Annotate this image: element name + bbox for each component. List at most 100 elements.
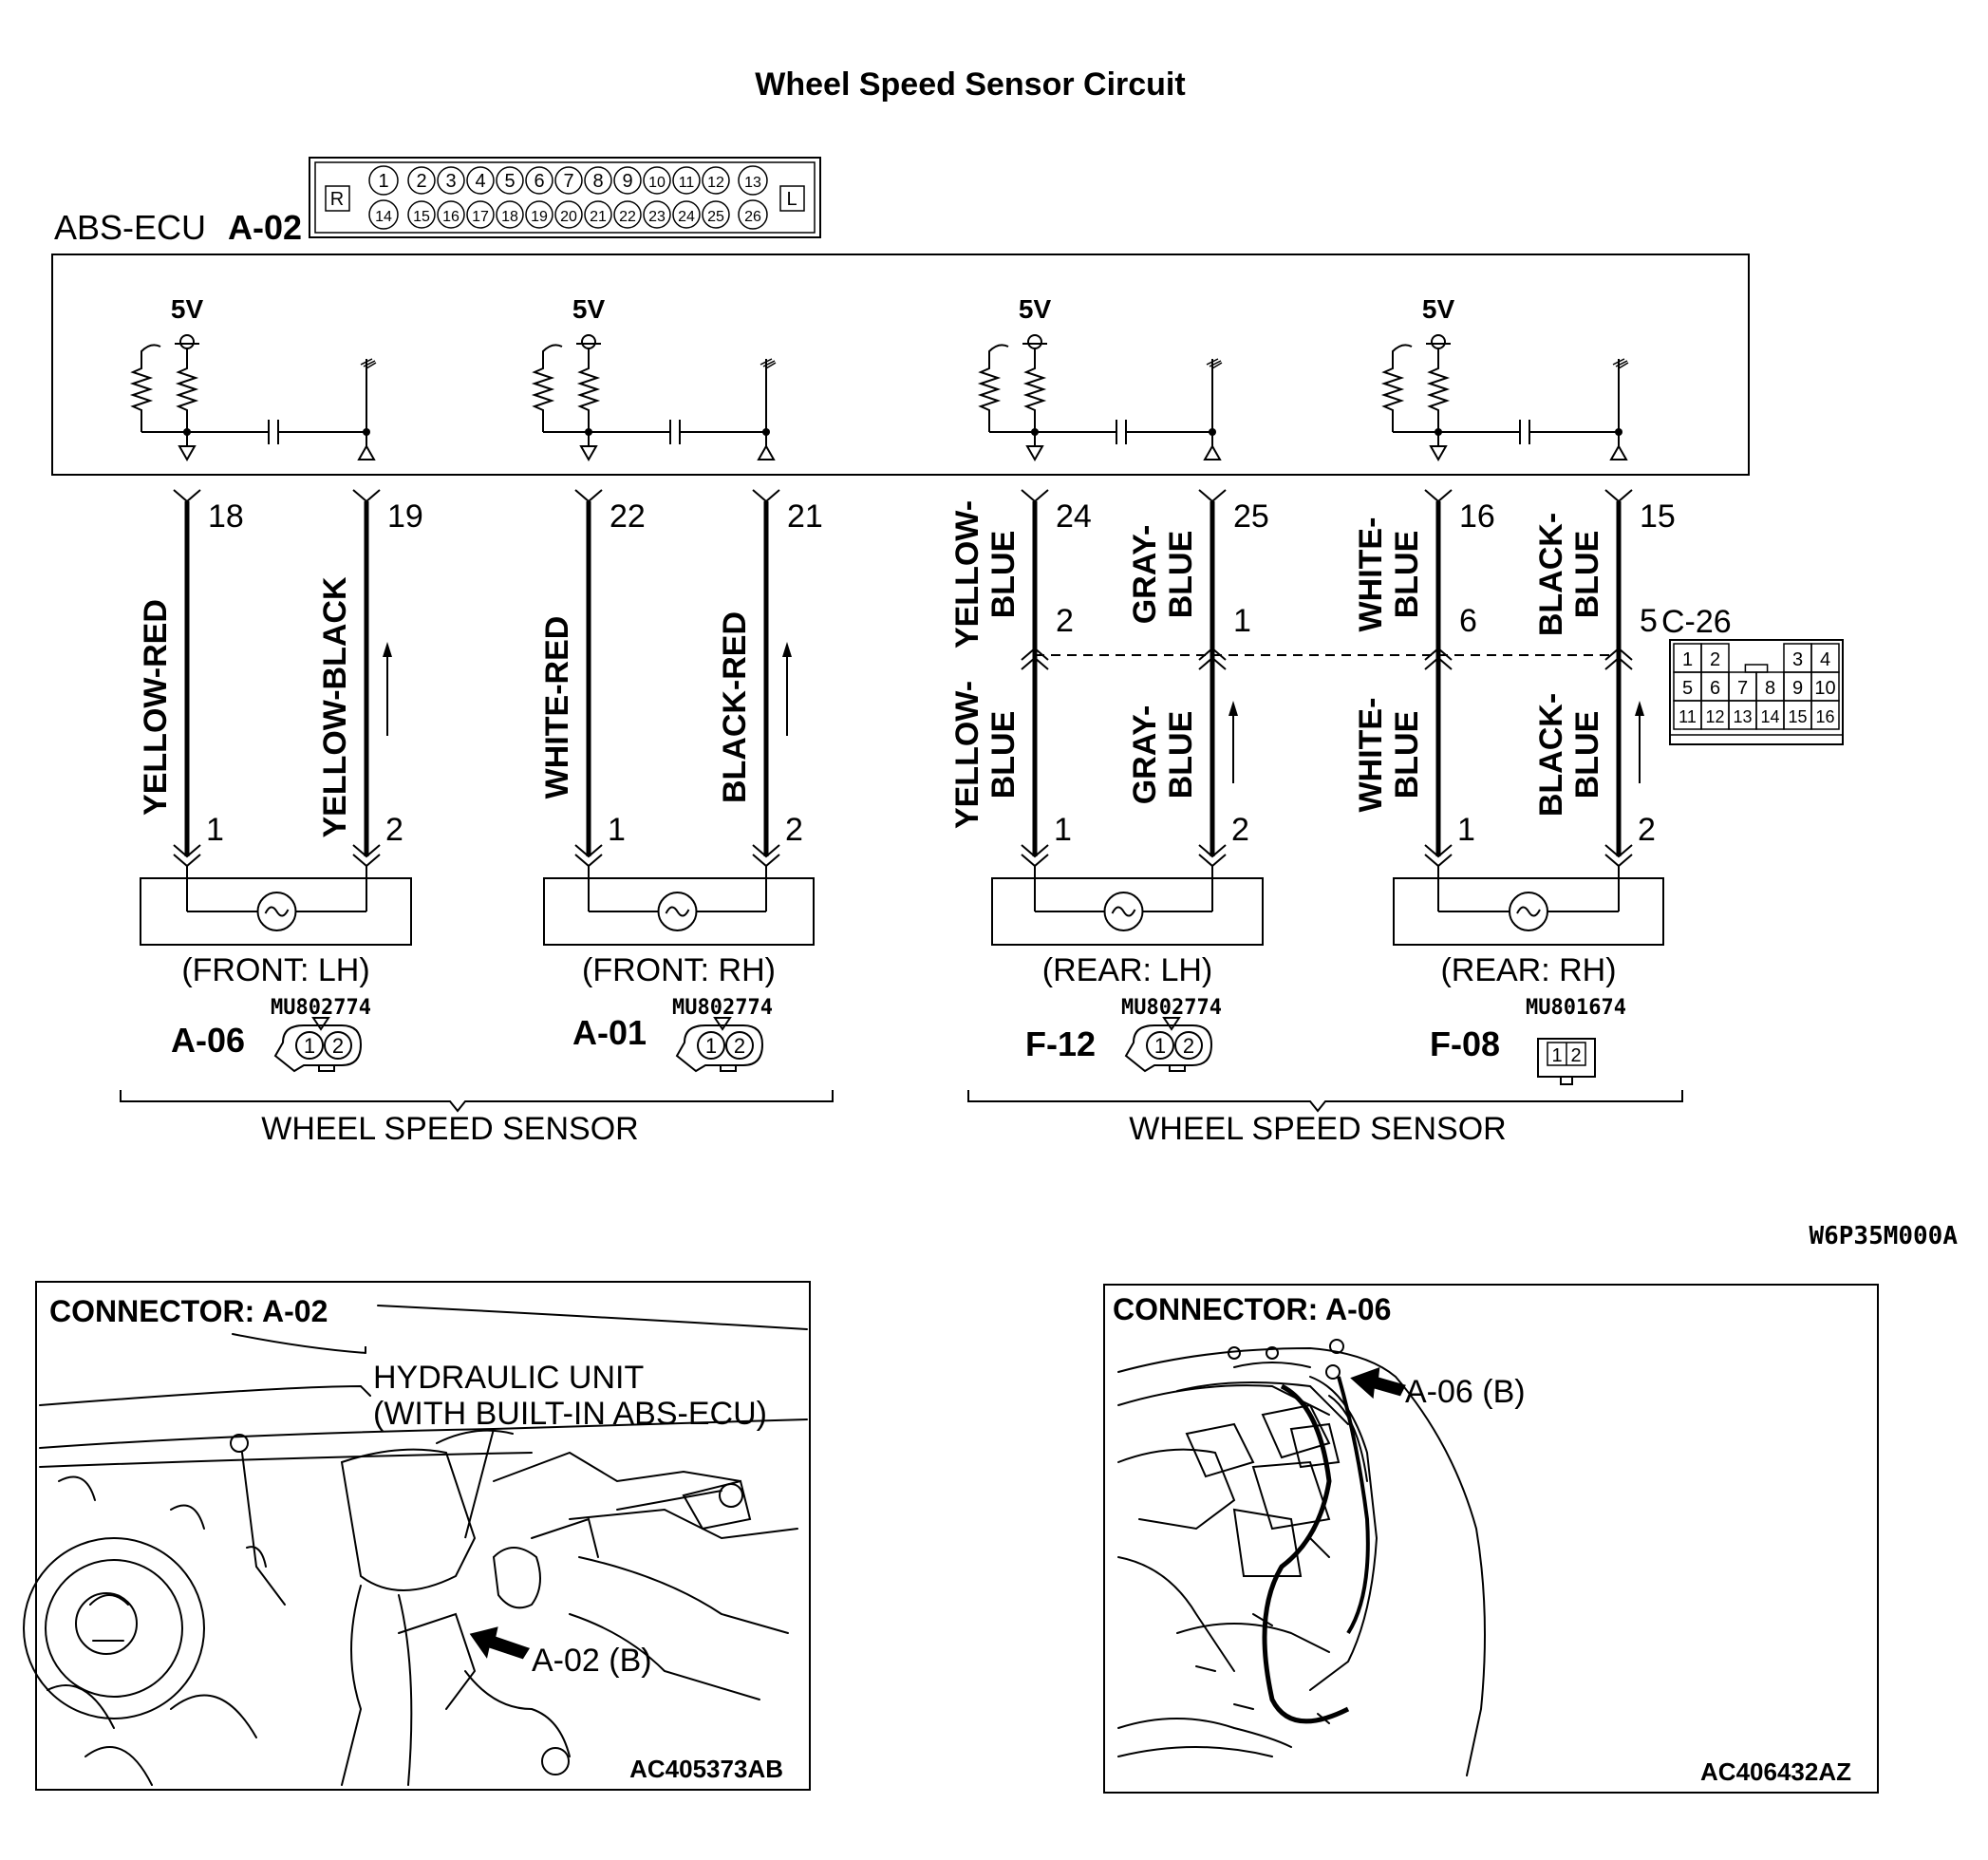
- ecu-terminal-15: [1604, 489, 1633, 503]
- sensor-pin-F-08-2: 2: [1638, 812, 1656, 848]
- ecu-pin-bottom-label-18: 18: [501, 209, 518, 225]
- ecu-terminal-19: [352, 489, 381, 503]
- ecu-pin-top-10: [643, 166, 671, 195]
- ecu-resistor-1: [132, 360, 151, 419]
- wire-color-lower-2-16: BLUE: [1389, 711, 1425, 799]
- wire-color-lower-2-25: BLUE: [1163, 711, 1199, 799]
- sensor-coil-F-08: [1509, 892, 1548, 931]
- wire-color-upper-25: GRAY-: [1127, 525, 1163, 625]
- ecu-pin-bottom-23: [643, 200, 671, 229]
- ecu-pin-25: 25: [1233, 498, 1269, 535]
- sensor-box-F-08: [1393, 877, 1664, 946]
- c26-cell-label-9: 9: [1792, 678, 1803, 699]
- c26-cell-label-7: 7: [1737, 678, 1748, 699]
- sensor-box-A-01: [543, 877, 815, 946]
- wire-color-lower-16: WHITE-: [1353, 698, 1389, 813]
- c26-cell-label-15: 15: [1788, 707, 1807, 726]
- c26-terminal-5: [1604, 647, 1633, 670]
- c26-cell-label-13: 13: [1733, 707, 1752, 726]
- ecu-pullup-resistor-3: [1025, 360, 1044, 419]
- ecu-pin-top-8: [584, 166, 612, 195]
- ecu-pin-top-5: [496, 166, 524, 195]
- sensor-connector-icon-F-12: [1124, 1024, 1213, 1073]
- ecu-pin-22: 22: [610, 498, 646, 535]
- c26-cell-label-8: 8: [1765, 678, 1775, 699]
- c26-pin-5: 5: [1640, 603, 1658, 639]
- ecu-pin-bottom-22: [613, 200, 642, 229]
- c26-cell-label-16: 16: [1815, 707, 1834, 726]
- sensor-connector-icon-A-06: [273, 1024, 363, 1073]
- sensor-pin-A-06-2: 2: [385, 812, 403, 848]
- ecu-pin-top-1: [368, 165, 399, 196]
- c26-pin-2: 2: [1056, 603, 1074, 639]
- ecu-side-r: R: [330, 189, 344, 210]
- ecu-terminal-25: [1198, 489, 1227, 503]
- ecu-terminal-18: [173, 489, 201, 503]
- ecu-pin-bottom-label-15: 15: [413, 209, 430, 225]
- sensor-coil-A-06: [256, 892, 297, 931]
- ecu-pin-bottom-20: [554, 200, 583, 229]
- sensor-pin-A-01-2: 2: [785, 812, 803, 848]
- ecu-terminal-24: [1021, 489, 1049, 503]
- sensor-connector-pin-1-A-06: 1: [304, 1034, 315, 1058]
- ecu-pin-top-label-11: 11: [679, 175, 695, 191]
- c26-label: C-26: [1661, 604, 1732, 640]
- ecu-shield-2: [760, 358, 777, 369]
- connector-view-a06: CONNECTOR: A-06 A-06: [1103, 1284, 1879, 1794]
- connector-view-a02-title: CONNECTOR: A-02: [49, 1294, 328, 1328]
- ecu-pin-bottom-label-17: 17: [472, 209, 489, 225]
- ecu-5v-label-2: 5V: [572, 294, 606, 324]
- wire-color-upper-2-15: BLUE: [1569, 531, 1605, 619]
- front-group-brace: [120, 1090, 834, 1113]
- ecu-pin-19: 19: [387, 498, 423, 535]
- sensor-connector-id-A-01: A-01: [572, 1013, 647, 1052]
- sensor-pin-F-12-2: 2: [1231, 812, 1249, 848]
- sensor-connector-part-A-06: MU802774: [271, 996, 371, 1020]
- c26-cell-label-6: 6: [1710, 678, 1720, 699]
- ecu-label: ABS-ECU: [54, 208, 206, 247]
- ecu-pin-top-label-6: 6: [534, 171, 544, 192]
- ecu-pin-top-label-8: 8: [592, 171, 603, 192]
- connector-view-a02: CONNECTOR: A-02: [23, 1281, 811, 1791]
- ecu-pin-top-label-3: 3: [445, 171, 456, 192]
- ecu-input-triangle-1: [178, 445, 197, 462]
- ecu-pin-bottom-label-21: 21: [590, 209, 607, 225]
- ecu-pin-top-13: [738, 165, 768, 196]
- engine-bay-illustration-a02: [23, 1305, 808, 1786]
- wire-color-upper-2-16: BLUE: [1389, 531, 1425, 619]
- ecu-input-triangle-2: [579, 445, 598, 462]
- ecu-5v-label-4: 5V: [1422, 294, 1455, 324]
- c26-cell-label-1: 1: [1682, 649, 1693, 670]
- ecu-input-triangle-4: [1429, 445, 1448, 462]
- ecu-pin-bottom-15: [407, 200, 436, 229]
- ecu-connector-id: A-02: [228, 208, 302, 247]
- ecu-pin-bottom-14: [368, 199, 399, 230]
- ecu-pin-top-label-2: 2: [416, 171, 426, 192]
- sensor-connector-part-A-01: MU802774: [672, 996, 773, 1020]
- ecu-shield-1: [360, 358, 377, 369]
- ecu-pin-top-label-12: 12: [707, 175, 724, 191]
- wire-color-18: YELLOW-RED: [138, 599, 174, 816]
- connector-view-a06-arrow-label: A-06 (B): [1405, 1374, 1526, 1410]
- connector-view-a02-callout-1: HYDRAULIC UNIT: [373, 1360, 644, 1396]
- sensor-connector-pin-2-A-01: 2: [734, 1034, 745, 1058]
- c26-cell-label-2: 2: [1710, 649, 1720, 670]
- ecu-5v-label-3: 5V: [1019, 294, 1052, 324]
- ecu-pin-bottom-label-23: 23: [648, 209, 666, 225]
- ecu-pin-bottom-17: [466, 200, 495, 229]
- ecu-pin-24: 24: [1056, 498, 1092, 535]
- sensor-connector-id-F-12: F-12: [1025, 1024, 1096, 1063]
- ecu-resistor-3: [980, 360, 999, 419]
- sensor-connector-pin-2-A-06: 2: [332, 1034, 344, 1058]
- ecu-pin-bottom-21: [584, 200, 612, 229]
- rear-group-brace: [967, 1090, 1683, 1113]
- ecu-pin-top-11: [672, 166, 701, 195]
- sensor-connector-id-A-06: A-06: [171, 1021, 245, 1060]
- sensor-connector-icon-A-01: [675, 1024, 764, 1073]
- c26-cell-label-4: 4: [1820, 649, 1830, 670]
- wire-color-upper-15: BLACK-: [1533, 513, 1569, 636]
- sensor-pin-F-08-1: 1: [1457, 812, 1475, 848]
- connector-view-a02-code: AC405373AB: [629, 1755, 783, 1783]
- ecu-pin-top-3: [437, 166, 465, 195]
